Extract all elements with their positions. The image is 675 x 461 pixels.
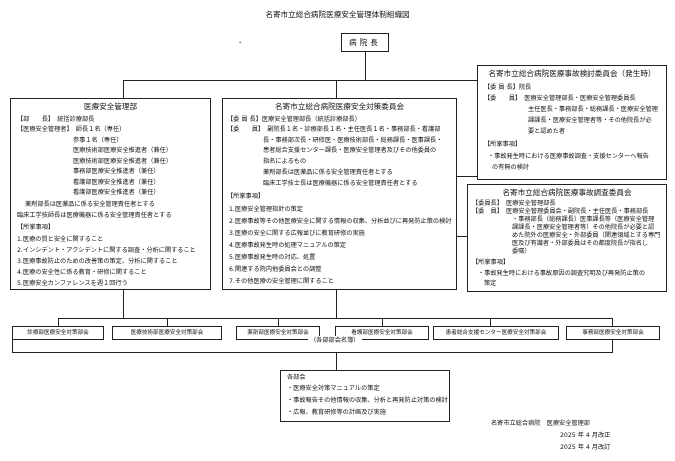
accident-review-committee-box: 名寄市立総合病院医療事故検討委員会（発生時） 【委 員 長】院長 【委 員】 医… [477, 65, 667, 180]
mgmt-line: 【部 長】 統括診療部長 [17, 116, 95, 123]
dept-subcommittee-label: 薬剤部医療安全対策部会 [247, 330, 309, 336]
footer-revision-1: 2025 年 4 月改正 [560, 432, 611, 439]
mgmt-line: 医療技術部医療安全推進者（兼任） [73, 158, 172, 165]
committee-line: 5.医療事故発生時の対応、処置 [229, 254, 316, 261]
investigation-line: ・事務部長（総務課長）医事課長等（医療安全管理 [512, 216, 655, 223]
mgmt-line: 看護部医療安全推進者（兼任） [73, 189, 160, 196]
committee-line: 【委 員 長】医療安全管理部長（統括診療部長） [227, 116, 361, 123]
stray-dot: ・ [237, 40, 244, 47]
committee-line: 3.医療の安全に関する広報並びに教育研修の実施 [229, 230, 365, 237]
subcommittee-duties-box: 各部会 ・医療安全対策マニュアルの策定 ・事故報告その他情報の収集、分析と再発防… [280, 370, 450, 422]
committee-line: 【所掌事項】 [227, 193, 265, 200]
safety-committee-title: 名寄市立総合病院医療安全対策委員会 [274, 102, 405, 111]
investigation-line: 医及び有識者・外部委員はその都度院長が指名し [512, 240, 649, 247]
committee-line: 2.医療事故等その他医療安全に関する情報の収集、分析並びに再発防止策の検討 [229, 218, 452, 225]
review-line: 【委 員 長】院長 [484, 84, 532, 91]
review-line: 課課長・医療安全管理者等・その他院長が必 [528, 117, 652, 124]
committee-line: 指名によるもの [263, 158, 307, 165]
footer-organization: 名寄市立総合病院 医療安全管理部 [491, 420, 590, 427]
dept-subcommittee-label: 医療技術部医療安全対策部会 [130, 330, 204, 336]
committee-line: 1.医療安全管理指針の策定 [229, 206, 303, 213]
dept-subcommittee-box: 医療技術部医療安全対策部会 [112, 326, 222, 340]
safety-management-dept-title: 医療安全管理部 [83, 102, 138, 111]
committee-line: 【委 員】 副院長１名・診療部長１名・主任医長１名・事務部長・看護部 [227, 126, 441, 133]
review-line: 主任医長・事務部長・総務課長・医療安全管理 [528, 106, 658, 113]
mgmt-line: 【医療安全管理者】 師長１名（専任） [17, 126, 126, 133]
review-line: 【所掌事項】 [484, 141, 522, 148]
review-line: ・事故発生時における医療事故調査・支援センターへ報告 [488, 153, 649, 160]
dept-subcommittee-label: 患者総合支援センター医療安全対策部会 [445, 330, 547, 336]
subcommittee-duty-item: ・医療安全対策マニュアルの策定 [287, 385, 380, 392]
accident-investigation-committee-title: 名寄市立総合病院医療事故調査委員会 [502, 188, 632, 197]
footer-revision-2: 2025 年 4 月改訂 [560, 444, 611, 451]
review-line: 要と認めた者 [528, 128, 566, 135]
mgmt-line: 看護部医療安全推進者（兼任） [73, 179, 160, 186]
committee-line: 患者総合支援センター課長・医療安全管理者及びその他委員の [263, 147, 437, 154]
dept-subcommittee-label: 事務部医療安全対策部会 [582, 330, 644, 336]
mgmt-line: 1.医療の質と安全に関すること [17, 236, 104, 243]
mgmt-line: 参事１名（専任） [73, 137, 123, 144]
committee-line: 長・事務部次長・研修医・医療技術部長・総務課長・医事課長・ [263, 137, 443, 144]
committee-line: 6.関連する院内他委員会との調整 [229, 266, 322, 273]
investigation-line: めた院外の医療安全・外部委員（関連領域とする専門 [512, 232, 661, 239]
director-box: 病院長 [341, 33, 389, 52]
investigation-line: 【委員長】 医療安全管理部長 [472, 200, 556, 207]
mgmt-line: 2.インシデント・アクシデントに関する調査・分析に関すること [17, 247, 196, 254]
accident-review-committee-title: 名寄市立総合病院医療事故検討委員会（発生時） [488, 69, 656, 78]
review-line: 【委 員】 医療安全管理部長・医療安全管理委員長 [484, 95, 636, 102]
dept-subcommittee-label: 看護部医療安全対策部会 [351, 330, 413, 336]
investigation-line: 【委 員】 医療安全管理委員会・副院長・主任医長・事務部長 [472, 208, 649, 215]
investigation-line: 委嘱） [512, 248, 531, 255]
safety-management-dept-box: 医療安全管理部 【部 長】 統括診療部長 【医療安全管理者】 師長１名（専任） … [10, 98, 211, 290]
subcommittee-duties-head: 各部会 [287, 374, 306, 381]
review-line: の有無の検討 [492, 164, 530, 171]
mgmt-line: 医療技術部医療安全推進者（兼任） [73, 147, 172, 154]
mgmt-line: 【所掌事項】 [17, 224, 55, 231]
dept-roster-note: （各部部会名簿） [308, 336, 362, 347]
subcommittee-duty-item: ・広報、教育研修等の計画及び実施 [287, 409, 386, 416]
accident-investigation-committee-box: 名寄市立総合病院医療事故調査委員会 【委員長】 医療安全管理部長 【委 員】 医… [467, 184, 667, 292]
mgmt-line: 3.医療事故防止のための改善策の策定、分析に関すること [17, 258, 178, 265]
mgmt-line: 5.医療安全カンファレンスを週１回行う [17, 280, 128, 287]
dept-subcommittee-box: 薬剤部医療安全対策部会 [236, 326, 320, 340]
mgmt-line: 事務部医療安全推進者（兼任） [73, 168, 160, 175]
dept-subcommittee-box: 診療部医療安全対策部会 [12, 326, 104, 340]
dept-subcommittee-box: 患者総合支援センター医療安全対策部会 [433, 326, 559, 340]
committee-line: 4.医療事故発生時の処理マニュアルの策定 [229, 242, 347, 249]
investigation-line: 課課長・医療安全管理者等）その他院長が必要と認 [512, 224, 655, 231]
committee-line: 臨床工学技士長は医療機器に係る安全管理責任者とする [263, 180, 418, 187]
dept-subcommittee-box: 事務部医療安全対策部会 [566, 326, 660, 340]
subcommittee-duty-item: ・事故報告その他情報の収集、分析と再発防止対策の検討 [287, 397, 448, 404]
committee-line: 7.その他医療の安全管理に関すること [229, 278, 334, 285]
mgmt-line: 4.医療の安全性に係る教育・研修に関すること [17, 269, 147, 276]
investigation-line: 策定 [484, 280, 497, 287]
committee-line: 薬剤部長は医薬品に係る安全管理責任者とする [263, 169, 393, 176]
mgmt-line: 薬剤部長は医薬品に係る安全管理責任者とする [25, 201, 155, 208]
director-label: 病院長 [349, 38, 381, 47]
investigation-line: ・事故発生時における事故原因の調査究明及び再発防止策の [478, 270, 646, 277]
investigation-line: 【所掌事項】 [472, 259, 510, 266]
document-title: 名寄市立総合病院医療安全管理体制組織図 [265, 10, 410, 19]
dept-subcommittee-label: 診療部医療安全対策部会 [27, 330, 89, 336]
safety-committee-box: 名寄市立総合病院医療安全対策委員会 【委 員 長】医療安全管理部長（統括診療部長… [222, 98, 457, 290]
mgmt-line: 臨床工学技師長は医療機器に係る安全管理責任者とする [17, 212, 172, 219]
